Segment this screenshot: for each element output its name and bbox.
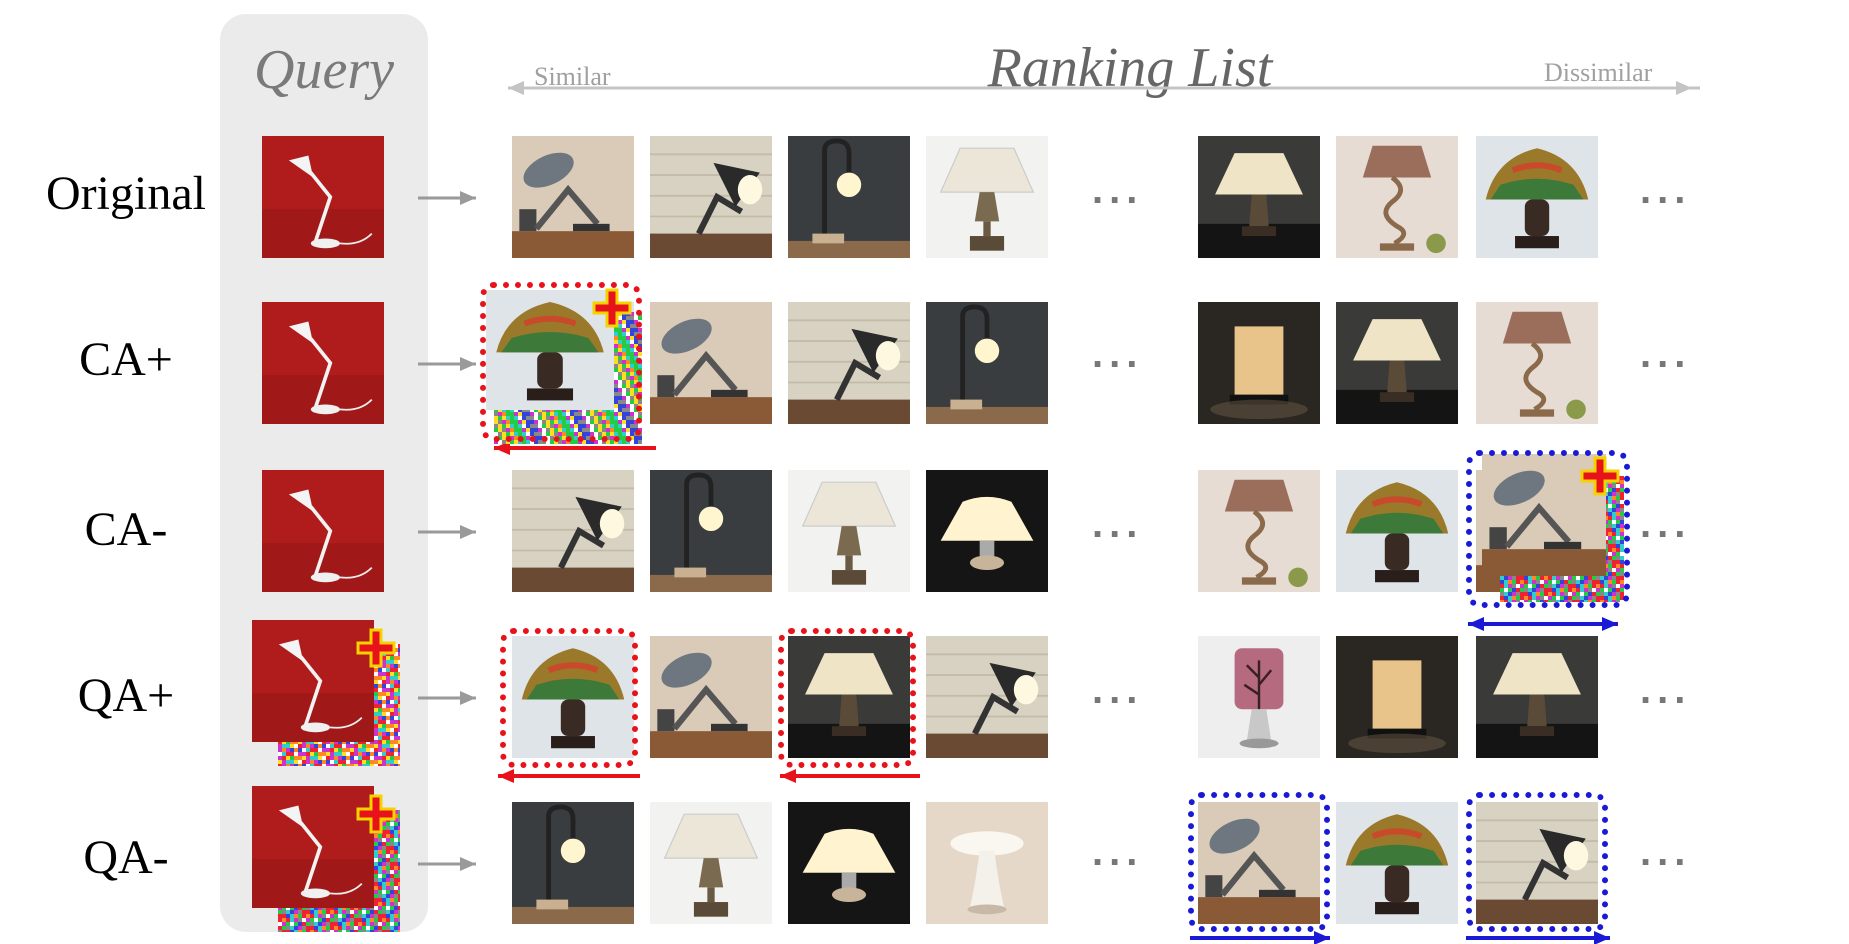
candidate-thumbnail <box>650 136 772 258</box>
candidate-thumbnail <box>1476 136 1598 258</box>
candidate-thumbnail <box>1198 136 1320 258</box>
demote-arrow <box>1190 931 1330 944</box>
candidate-thumbnail <box>926 802 1048 924</box>
plus-icon <box>1580 456 1620 496</box>
query-title: Query <box>254 39 394 101</box>
promoted-candidate-frame <box>778 628 916 768</box>
candidate-thumbnail <box>512 636 634 758</box>
demoted-candidate-frame <box>1188 792 1330 932</box>
candidate-thumbnail <box>926 136 1048 258</box>
similarity-axis-right-arrow <box>1300 81 1692 95</box>
candidate-thumbnail <box>788 802 910 924</box>
row-label-qa-minus: QA- <box>83 831 169 884</box>
ellipsis-right: ... <box>1640 668 1692 712</box>
ellipsis-left: ... <box>1092 830 1144 874</box>
ellipsis-left: ... <box>1092 168 1144 212</box>
row-label-ca-minus: CA- <box>84 503 168 556</box>
demote-arrow <box>1468 617 1618 631</box>
query-to-list-arrow <box>418 691 476 705</box>
candidate-thumbnail <box>512 470 634 592</box>
ellipsis-left: ... <box>1092 668 1144 712</box>
promote-arrow <box>780 769 920 783</box>
ellipsis-right: ... <box>1640 830 1692 874</box>
candidate-thumbnail <box>1336 636 1458 758</box>
plus-icon <box>356 628 396 668</box>
promote-arrow <box>494 441 656 455</box>
perturbed-query-thumbnail <box>252 786 374 908</box>
candidate-thumbnail <box>1198 802 1320 924</box>
candidate-thumbnail <box>1198 470 1320 592</box>
candidate-thumbnail <box>650 470 772 592</box>
demoted-candidate-frame <box>1466 450 1630 608</box>
query-thumbnail <box>262 302 384 424</box>
query-thumbnail <box>262 136 384 258</box>
candidate-thumbnail <box>1336 470 1458 592</box>
candidate-thumbnail <box>788 636 910 758</box>
candidate-thumbnail <box>1198 636 1320 758</box>
candidate-thumbnail <box>788 302 910 424</box>
promoted-candidate-frame <box>480 282 642 442</box>
ellipsis-left: ... <box>1092 332 1144 376</box>
dissimilar-label: Dissimilar <box>1544 58 1653 87</box>
candidate-thumbnail <box>1198 302 1320 424</box>
plus-icon <box>356 794 396 834</box>
ellipsis-right: ... <box>1640 332 1692 376</box>
candidate-thumbnail <box>650 636 772 758</box>
candidate-thumbnail <box>788 136 910 258</box>
demote-arrow <box>1466 931 1610 944</box>
candidate-thumbnail <box>1336 802 1458 924</box>
candidate-thumbnail <box>926 302 1048 424</box>
query-to-list-arrow <box>418 357 476 371</box>
candidate-thumbnail <box>1476 302 1598 424</box>
candidate-thumbnail <box>926 636 1048 758</box>
promoted-candidate-frame <box>500 628 638 768</box>
ellipsis-right: ... <box>1640 502 1692 546</box>
query-to-list-arrow <box>418 857 476 871</box>
row-label-qa-plus: QA+ <box>77 669 175 722</box>
ellipsis-right: ... <box>1640 168 1692 212</box>
demoted-candidate-frame <box>1466 792 1608 932</box>
perturbed-query-thumbnail <box>252 620 374 742</box>
candidate-thumbnail <box>1336 302 1458 424</box>
candidate-thumbnail <box>1476 636 1598 758</box>
similar-label: Similar <box>534 62 611 91</box>
query-thumbnail <box>262 470 384 592</box>
candidate-thumbnail <box>926 470 1048 592</box>
candidate-thumbnail <box>650 302 772 424</box>
plus-icon <box>592 288 632 328</box>
candidate-thumbnail <box>1476 802 1598 924</box>
query-to-list-arrow <box>418 525 476 539</box>
row-label-original: Original <box>46 167 206 220</box>
query-to-list-arrow <box>418 191 476 205</box>
ellipsis-left: ... <box>1092 502 1144 546</box>
candidate-thumbnail <box>512 802 634 924</box>
candidate-thumbnail <box>788 470 910 592</box>
row-label-ca-plus: CA+ <box>79 333 173 386</box>
candidate-thumbnail <box>512 136 634 258</box>
promote-arrow <box>498 769 640 783</box>
candidate-thumbnail <box>1336 136 1458 258</box>
candidate-thumbnail <box>650 802 772 924</box>
